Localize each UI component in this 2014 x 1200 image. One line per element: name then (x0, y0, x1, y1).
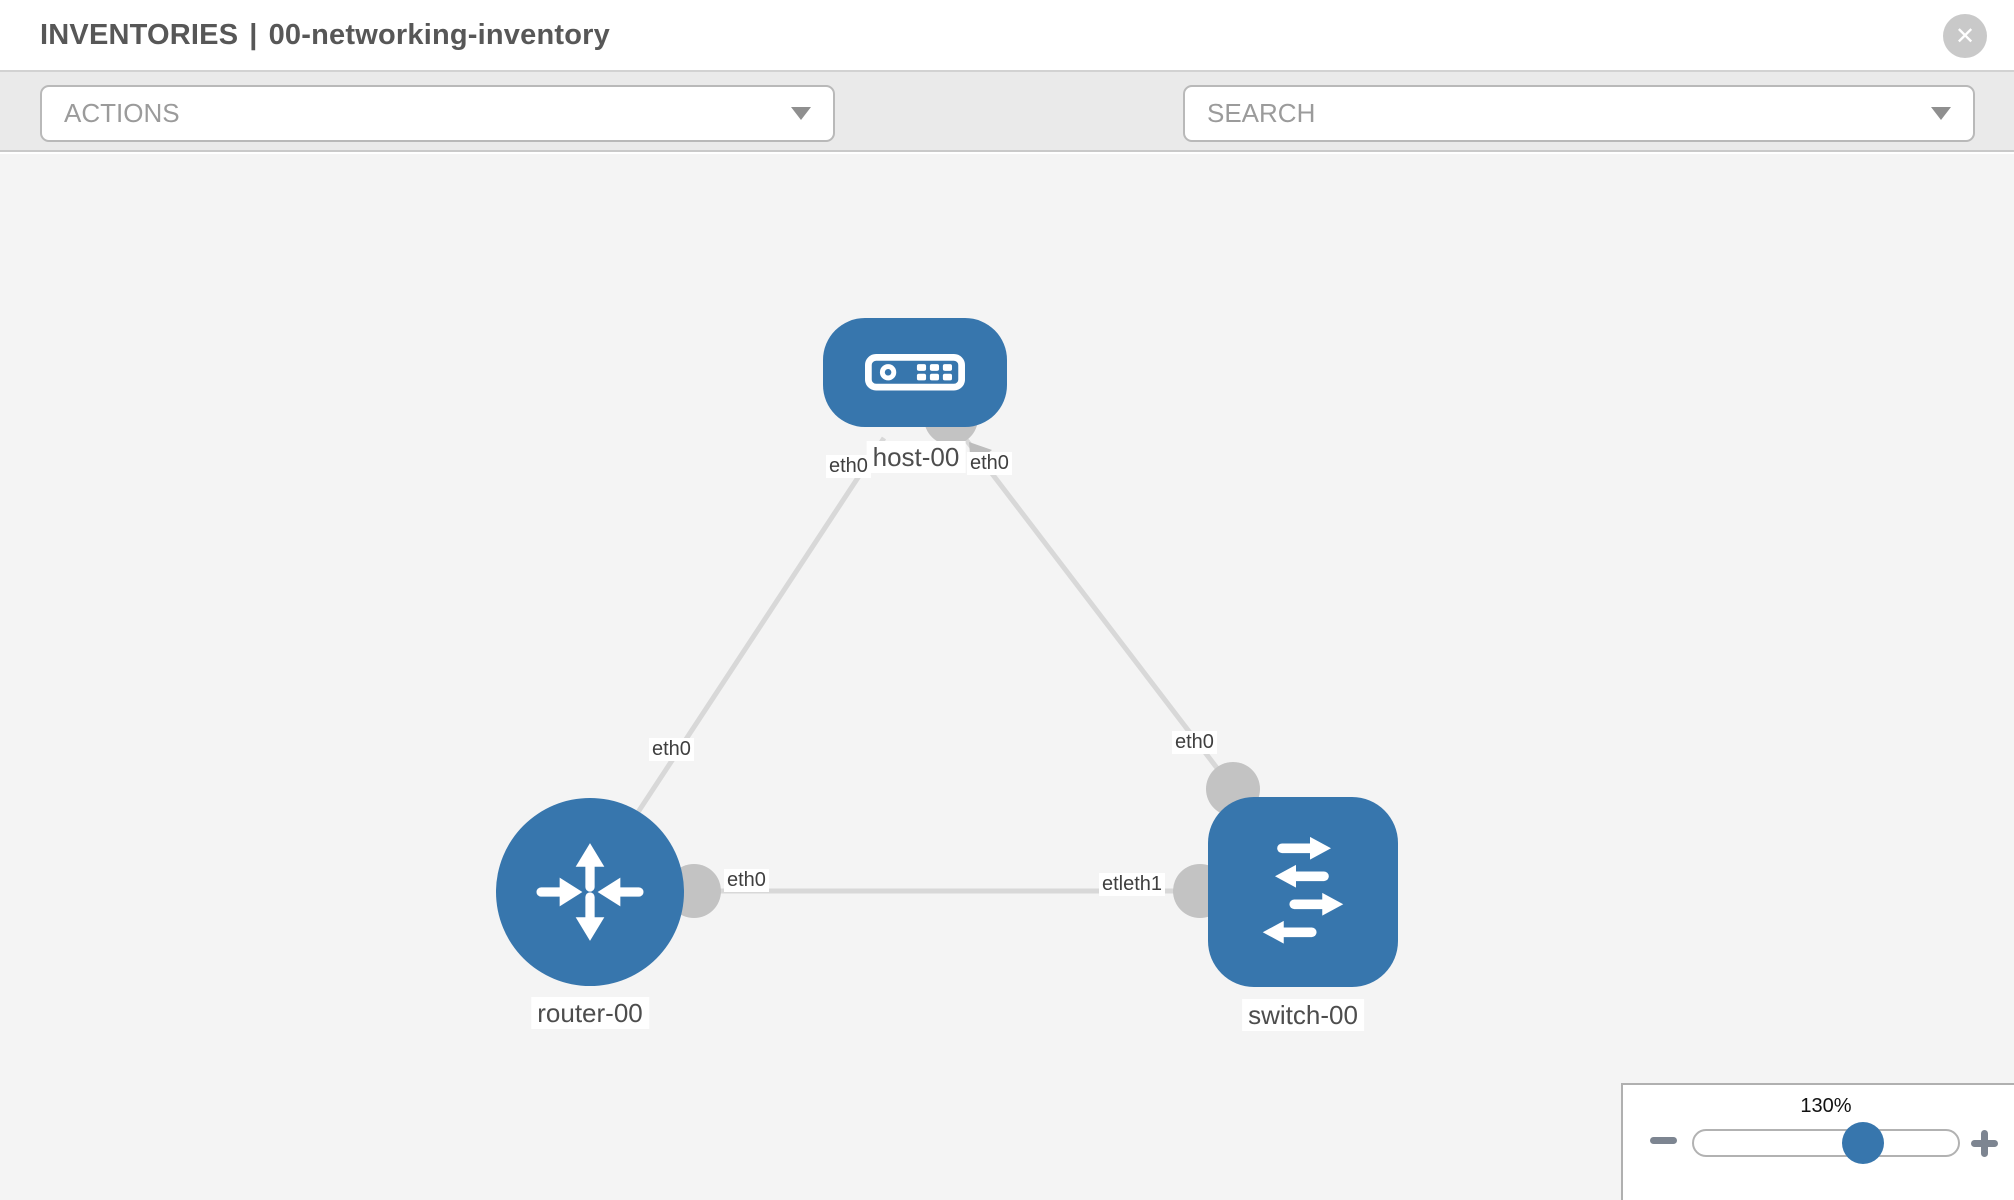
chevron-down-icon (791, 107, 811, 120)
close-icon: ✕ (1954, 22, 1976, 50)
inventory-name: 00-networking-inventory (268, 18, 610, 51)
plus-icon (1981, 1130, 1988, 1157)
router-icon (536, 843, 644, 941)
node-label-switch: switch-00 (1242, 999, 1364, 1031)
zoom-in-button[interactable] (1971, 1130, 1998, 1157)
zoom-control-panel: 130% (1621, 1083, 2014, 1200)
zoom-slider-thumb[interactable] (1842, 1122, 1884, 1164)
interface-label-host-left: eth0 (826, 455, 871, 478)
interface-label-router-upper: eth0 (649, 738, 694, 761)
header-bar: INVENTORIES | 00-networking-inventory ✕ (0, 0, 2014, 72)
interface-label-switch-upper: eth0 (1172, 731, 1217, 754)
page-title: INVENTORIES | 00-networking-inventory (40, 0, 610, 70)
interface-label-router-right: eth0 (724, 869, 769, 892)
node-host-00[interactable] (823, 318, 1007, 427)
actions-dropdown-label: ACTIONS (64, 98, 180, 128)
actions-dropdown[interactable]: ACTIONS (40, 85, 835, 142)
interface-label-host-right: eth0 (967, 452, 1012, 475)
node-switch-00[interactable] (1208, 797, 1398, 987)
node-label-host: host-00 (866, 441, 966, 473)
topology-canvas (0, 154, 2014, 1200)
page-title-section: INVENTORIES (40, 18, 239, 51)
minus-icon (1650, 1137, 1677, 1144)
search-dropdown[interactable]: SEARCH (1183, 85, 1975, 142)
host-icon (865, 354, 965, 391)
search-dropdown-label: SEARCH (1207, 98, 1316, 128)
zoom-level: 130% (1800, 1095, 1852, 1117)
page-title-separator: | (249, 18, 258, 51)
link-host-router (597, 436, 887, 872)
link-host-switch (949, 418, 1235, 791)
close-button[interactable]: ✕ (1943, 14, 1987, 58)
zoom-out-button[interactable] (1650, 1137, 1677, 1151)
node-router-00[interactable] (496, 798, 684, 986)
node-label-router: router-00 (531, 997, 649, 1029)
zoom-slider-track[interactable] (1692, 1129, 1960, 1157)
chevron-down-icon (1931, 107, 1951, 120)
toolbar: ACTIONS SEARCH (0, 72, 2014, 206)
interface-label-switch-left: etleth1 (1099, 873, 1166, 896)
switch-icon (1262, 836, 1344, 944)
